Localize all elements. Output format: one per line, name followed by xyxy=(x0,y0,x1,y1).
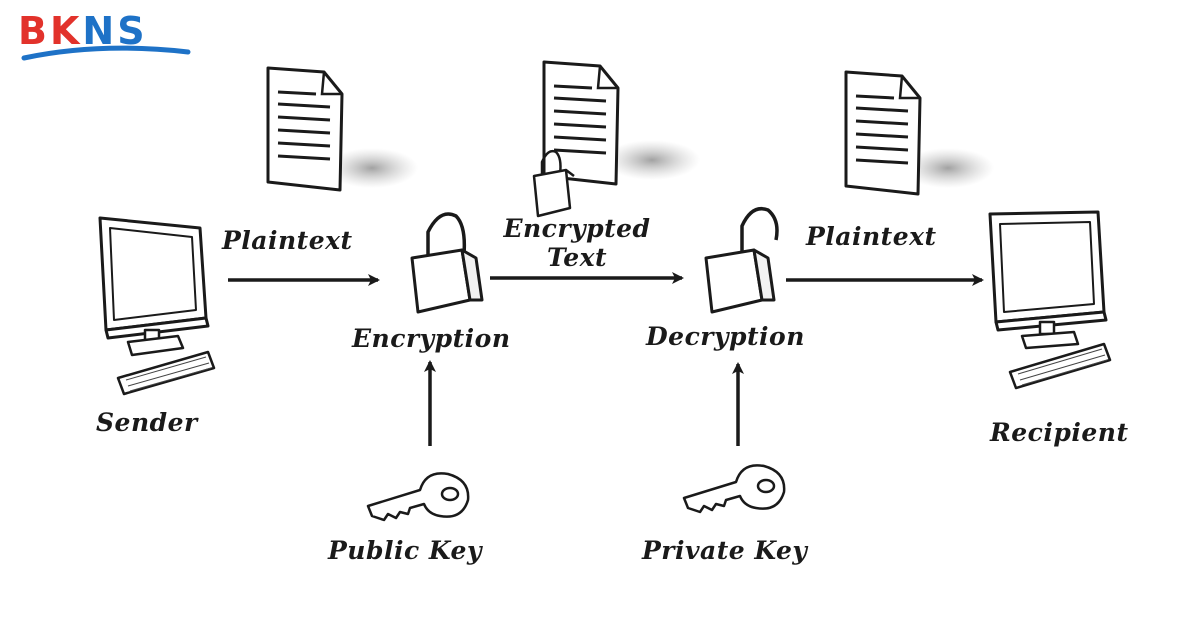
encryption-label: Encryption xyxy=(352,324,511,353)
recipient-document-icon xyxy=(844,70,994,196)
bkns-logo: BKNS xyxy=(18,12,148,50)
private-key-label: Private Key xyxy=(642,536,808,565)
logo-swoosh xyxy=(21,45,191,61)
private-key-icon xyxy=(682,464,786,514)
sender-label: Sender xyxy=(96,408,198,437)
open-padlock-icon xyxy=(704,207,779,314)
encrypted-label-line2: Text xyxy=(546,243,608,272)
public-key-icon xyxy=(366,472,470,522)
plaintext-document-icon xyxy=(266,66,418,192)
decryption-label: Decryption xyxy=(646,322,805,351)
plaintext-label-left: Plaintext xyxy=(222,226,353,255)
sender-computer-icon xyxy=(98,216,216,396)
closed-padlock-icon xyxy=(410,212,484,314)
encrypted-text-label: Encrypted Text xyxy=(492,216,662,270)
recipient-computer-icon xyxy=(988,210,1112,390)
plaintext-label-right: Plaintext xyxy=(806,222,937,251)
encrypted-document-icon xyxy=(532,60,700,218)
logo-text: BKNS xyxy=(18,9,148,53)
public-key-label: Public Key xyxy=(328,536,482,565)
small-padlock-icon xyxy=(532,149,575,218)
recipient-label: Recipient xyxy=(990,418,1129,447)
encrypted-label-line1: Encrypted xyxy=(503,214,651,243)
